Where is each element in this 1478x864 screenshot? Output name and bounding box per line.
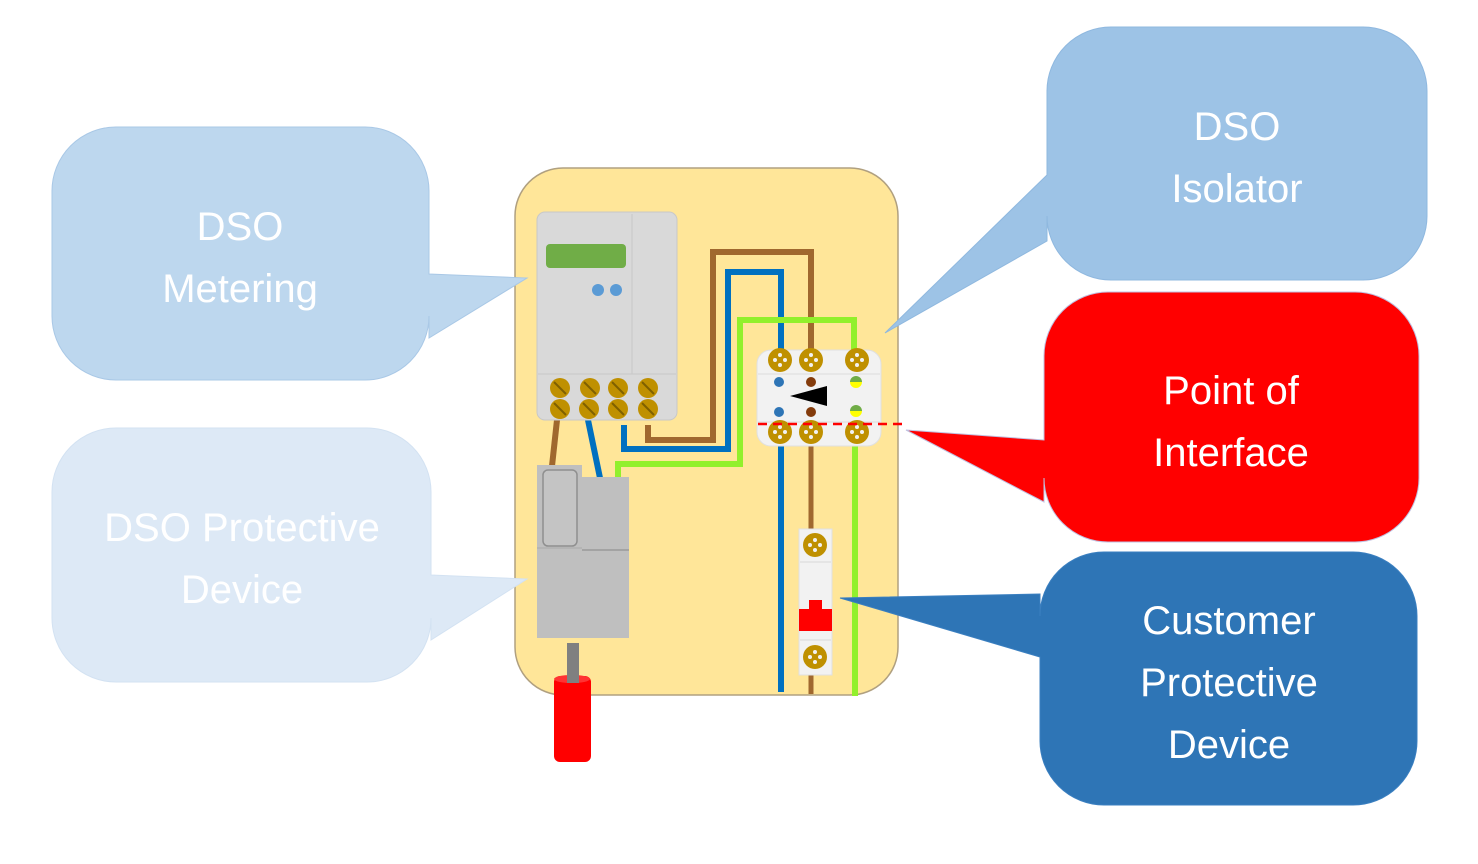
callout-label-line: Device bbox=[1168, 723, 1290, 767]
meter-button bbox=[610, 284, 622, 296]
earth-indicator bbox=[850, 376, 862, 417]
wire-neutral-meter-to-isolator bbox=[621, 269, 784, 452]
callout-label-line: Interface bbox=[1153, 431, 1309, 475]
wiring bbox=[549, 249, 858, 696]
service-cable bbox=[554, 643, 591, 762]
isolator-lever bbox=[790, 386, 827, 406]
callout-label-line: Device bbox=[181, 568, 303, 612]
callout-label-line: DSO Protective bbox=[104, 506, 380, 550]
callout-dso-isolator: DSO Isolator bbox=[884, 26, 1428, 334]
callout-label-line: Protective bbox=[1140, 661, 1318, 705]
callout-dso-metering: DSO Metering bbox=[51, 126, 529, 381]
electricity-meter bbox=[536, 211, 678, 421]
callout-label-line: Point of bbox=[1163, 369, 1300, 413]
callout-bubble bbox=[884, 26, 1428, 334]
callout-point-of-interface: Point of Interface bbox=[905, 291, 1420, 543]
wire-neutral-cutout-to-meter bbox=[585, 419, 603, 479]
wire-live-meter-to-isolator bbox=[645, 249, 814, 443]
callout-bubble bbox=[51, 427, 529, 683]
callout-label-line: Isolator bbox=[1171, 167, 1302, 211]
callout-label-line: Customer bbox=[1142, 599, 1315, 643]
callout-dso-protective-device: DSO Protective Device bbox=[51, 427, 529, 683]
meter-button bbox=[592, 284, 604, 296]
callout-customer-protective-device: Customer Protective Device bbox=[839, 551, 1418, 806]
callout-label-line: DSO bbox=[197, 205, 284, 249]
customer-mcb bbox=[798, 528, 833, 676]
wire-live-cutout-to-meter bbox=[549, 419, 560, 467]
wire-earth-to-isolator bbox=[615, 317, 857, 478]
callout-label-line: Metering bbox=[162, 267, 318, 311]
meter-display bbox=[546, 244, 626, 268]
callout-bubble bbox=[839, 551, 1418, 806]
callout-bubble bbox=[51, 126, 529, 381]
dso-cutout-fuse bbox=[537, 465, 629, 638]
callout-bubble bbox=[905, 291, 1420, 543]
callout-label-line: DSO bbox=[1194, 105, 1281, 149]
dso-isolator-switch bbox=[756, 348, 882, 447]
